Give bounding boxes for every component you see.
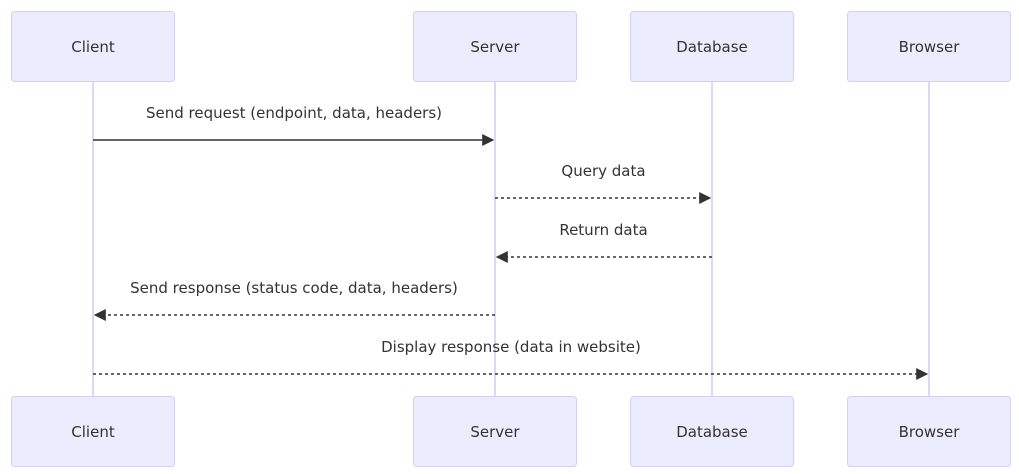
- actor-label: Browser: [899, 423, 961, 441]
- actor-box: [630, 396, 794, 467]
- actor-box: [413, 11, 577, 82]
- message-1: Send request (endpoint, data, headers): [93, 104, 495, 146]
- actor-database-top: Database: [630, 11, 794, 82]
- actor-label: Client: [71, 38, 115, 56]
- actor-client-top: Client: [11, 11, 175, 82]
- actor-label: Browser: [899, 38, 961, 56]
- actor-label: Database: [676, 423, 748, 441]
- actor-box: [11, 11, 175, 82]
- message-label: Return data: [559, 221, 647, 239]
- actor-server-top: Server: [413, 11, 577, 82]
- message-4: Send response (status code, data, header…: [93, 279, 495, 321]
- messages: Send request (endpoint, data, headers) Qu…: [93, 104, 929, 380]
- message-label: Send response (status code, data, header…: [130, 279, 458, 297]
- actor-server-bottom: Server: [413, 396, 577, 467]
- actor-browser-top: Browser: [847, 11, 1011, 82]
- message-label: Query data: [561, 162, 645, 180]
- actor-label: Server: [470, 38, 520, 56]
- message-label: Display response (data in website): [381, 338, 641, 356]
- actor-label: Server: [470, 423, 520, 441]
- actor-box: [11, 396, 175, 467]
- actors: ClientClientServerServerDatabaseDatabase…: [11, 11, 1011, 467]
- lifelines: [92, 81, 930, 396]
- actor-box: [847, 396, 1011, 467]
- actor-box: [630, 11, 794, 82]
- actor-database-bottom: Database: [630, 396, 794, 467]
- actor-client-bottom: Client: [11, 396, 175, 467]
- actor-browser-bottom: Browser: [847, 396, 1011, 467]
- message-label: Send request (endpoint, data, headers): [146, 104, 442, 122]
- message-3: Return data: [495, 221, 712, 263]
- message-5: Display response (data in website): [93, 338, 929, 380]
- actor-label: Database: [676, 38, 748, 56]
- actor-box: [847, 11, 1011, 82]
- actor-label: Client: [71, 423, 115, 441]
- actor-box: [413, 396, 577, 467]
- message-2: Query data: [495, 162, 712, 204]
